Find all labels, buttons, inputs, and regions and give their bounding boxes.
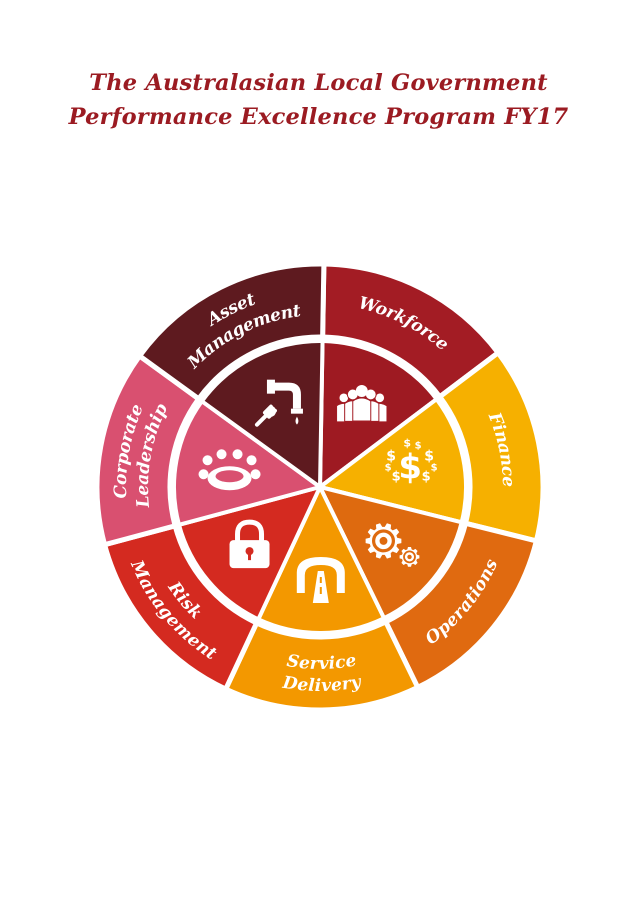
wheel-segments	[94, 261, 546, 713]
dollar-signs-icon: $$$$$$$$$	[385, 437, 438, 488]
segment-corporate-inner	[172, 398, 325, 528]
svg-text:$: $	[431, 463, 438, 474]
segment-asset-inner	[199, 339, 325, 491]
svg-text:$: $	[392, 470, 401, 485]
svg-text:$: $	[422, 470, 431, 485]
people-group-icon	[336, 385, 388, 423]
meeting-table-icon	[198, 449, 261, 491]
svg-text:$: $	[386, 449, 396, 465]
svg-text:$: $	[424, 449, 434, 465]
gears-icon	[365, 523, 420, 567]
page-title: The Australasian Local Government Perfor…	[0, 66, 637, 134]
segment-label-service-line-1: Service	[285, 650, 358, 674]
padlock-icon	[229, 519, 270, 569]
svg-text:$: $	[398, 448, 422, 488]
svg-text:$: $	[385, 463, 392, 474]
title-line-1: The Australasian Local Government	[89, 70, 548, 96]
svg-text:$: $	[415, 441, 422, 452]
wheel-icons: $$$$$$$$$	[198, 379, 438, 603]
segment-finance-inner	[315, 396, 468, 525]
road-tunnel-icon	[296, 556, 345, 603]
title-line-2: Performance Excellence Program FY17	[68, 104, 569, 130]
segment-asset-outer	[136, 261, 327, 403]
pipe-tap-icon	[254, 379, 303, 427]
svg-text:$: $	[403, 437, 411, 450]
